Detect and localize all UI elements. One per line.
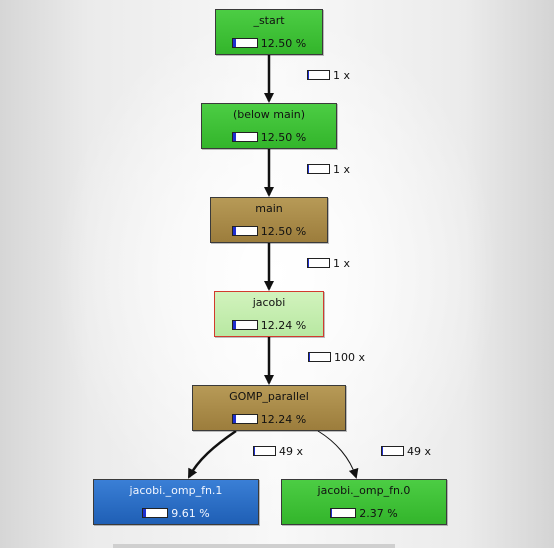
- bar-fill: [308, 165, 310, 173]
- node-cost: 12.24 %: [215, 319, 323, 332]
- cost-label: 9.61 %: [171, 507, 210, 520]
- node-name: _start: [253, 14, 285, 27]
- node-cost: 12.24 %: [193, 413, 345, 426]
- bar-fill: [232, 227, 236, 235]
- cost-bar: [142, 508, 169, 518]
- bar-fill: [309, 353, 311, 361]
- cost-label: 12.50 %: [260, 37, 307, 50]
- node-jacobi[interactable]: jacobi 12.24 %: [214, 291, 324, 337]
- bar-fill: [232, 415, 236, 423]
- cost-bar: [231, 320, 258, 330]
- call-bar: [253, 446, 276, 456]
- node-omp-fn-0[interactable]: jacobi._omp_fn.0 2.37 %: [281, 479, 447, 525]
- node-name: jacobi._omp_fn.1: [129, 484, 223, 497]
- cost-label: 2.37 %: [359, 507, 398, 520]
- cost-label: 12.50 %: [260, 131, 307, 144]
- node-name: main: [255, 202, 283, 215]
- call-bar: [307, 164, 330, 174]
- bar-fill: [232, 321, 236, 329]
- bar-fill: [308, 71, 310, 79]
- node-cost: 2.37 %: [282, 507, 446, 520]
- node-name: (below main): [232, 108, 306, 121]
- cost-bar: [231, 226, 258, 236]
- node-main[interactable]: main 12.50 %: [210, 197, 328, 243]
- bar-fill: [254, 447, 256, 455]
- node-name: jacobi: [252, 296, 286, 309]
- call-count-label: 1 x: [333, 163, 351, 176]
- cost-label: 12.24 %: [260, 413, 307, 426]
- node-cost: 12.50 %: [216, 37, 322, 50]
- node-below-main[interactable]: (below main) 12.50 %: [201, 103, 337, 149]
- node-omp-fn-1[interactable]: jacobi._omp_fn.1 9.61 %: [93, 479, 259, 525]
- call-bar: [307, 70, 330, 80]
- call-count-label: 1 x: [333, 69, 351, 82]
- call-count-start-below-main[interactable]: 1 x: [307, 69, 350, 82]
- bar-fill: [232, 133, 236, 141]
- node-name: GOMP_parallel: [229, 390, 309, 403]
- node-cost: 9.61 %: [94, 507, 258, 520]
- horizontal-scrollbar[interactable]: [113, 544, 395, 548]
- bar-fill: [308, 259, 310, 267]
- bar-fill: [382, 447, 384, 455]
- node-name: jacobi._omp_fn.0: [317, 484, 411, 497]
- call-count-label: 100 x: [334, 351, 366, 364]
- call-count-label: 49 x: [279, 445, 304, 458]
- call-count-label: 1 x: [333, 257, 351, 270]
- edge-gomp-omp-fn-1: [187, 429, 237, 479]
- node-cost: 12.50 %: [202, 131, 336, 144]
- call-bar: [308, 352, 331, 362]
- edge-gomp-omp-fn-0: [317, 430, 359, 479]
- call-bar: [381, 446, 404, 456]
- cost-label: 12.24 %: [260, 319, 307, 332]
- call-count-below-main-main[interactable]: 1 x: [307, 163, 350, 176]
- call-count-jacobi-gomp[interactable]: 100 x: [308, 351, 365, 364]
- node-cost: 12.50 %: [211, 225, 327, 238]
- cost-bar: [231, 414, 258, 424]
- cost-bar: [330, 508, 357, 518]
- call-bar: [307, 258, 330, 268]
- call-count-main-jacobi[interactable]: 1 x: [307, 257, 350, 270]
- bar-fill: [143, 509, 146, 517]
- node-start[interactable]: _start 12.50 %: [215, 9, 323, 55]
- cost-bar: [231, 38, 258, 48]
- call-count-gomp-omp-fn-0[interactable]: 49 x: [381, 445, 431, 458]
- call-count-gomp-omp-fn-1[interactable]: 49 x: [253, 445, 303, 458]
- cost-bar: [231, 132, 258, 142]
- bar-fill: [232, 39, 236, 47]
- cost-label: 12.50 %: [260, 225, 307, 238]
- node-gomp-parallel[interactable]: GOMP_parallel 12.24 %: [192, 385, 346, 431]
- call-count-label: 49 x: [407, 445, 432, 458]
